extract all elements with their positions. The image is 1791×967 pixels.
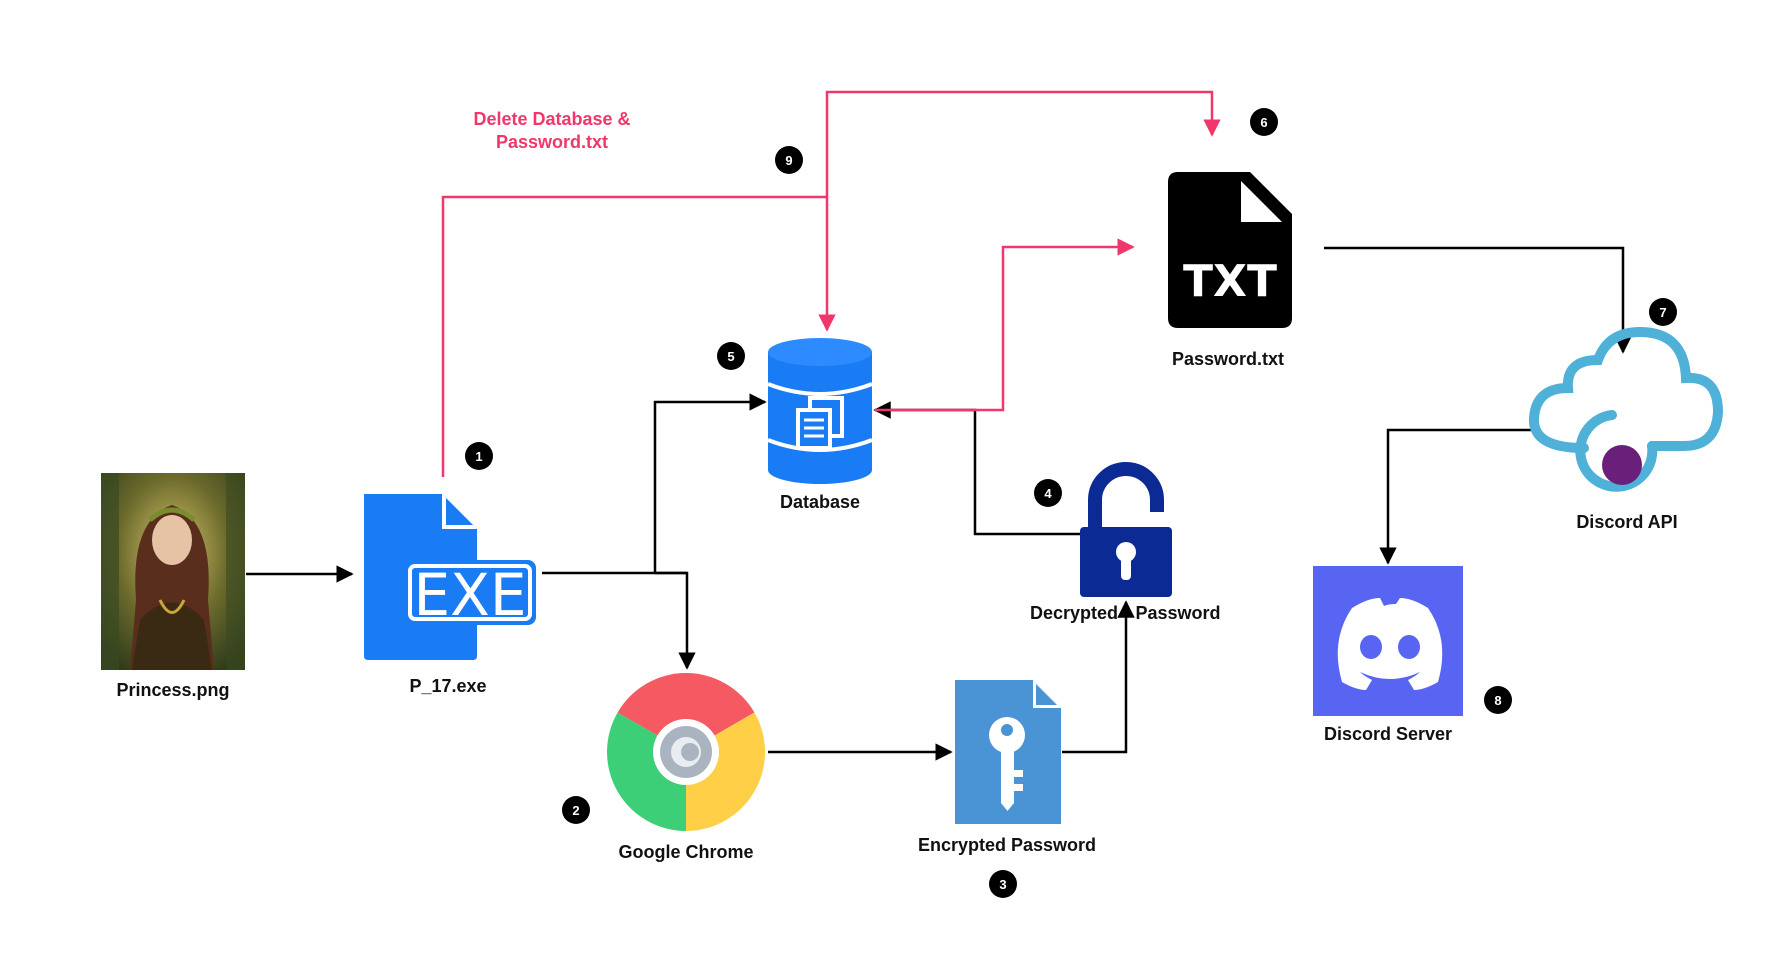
svg-text:8: 8	[1494, 693, 1501, 708]
arrow-delete-to-passwordtxt	[825, 90, 1221, 197]
decrypted-label-part1: Decrypted	[1030, 603, 1118, 623]
step-badges: 1 2 3 4 5 6 7 8	[465, 108, 1677, 898]
princess-node[interactable]: Princess.png	[101, 473, 245, 700]
svg-text:6: 6	[1260, 115, 1267, 130]
step-badge-1: 1	[465, 442, 493, 470]
chrome-label: Google Chrome	[618, 842, 753, 862]
portrait-image-icon	[101, 473, 245, 670]
arrow-txt-to-api	[1324, 246, 1632, 354]
delete-connectors	[441, 90, 1221, 477]
arrow-exe-to-database	[653, 393, 767, 573]
key-file-icon	[955, 680, 1061, 824]
arrow-api-to-discord-server	[1379, 428, 1534, 565]
arrow-decrypted-to-database	[873, 401, 1080, 536]
step-badge-5: 5	[717, 342, 745, 370]
step-badge-6: 6	[1250, 108, 1278, 136]
step-badge-9: 9	[775, 146, 803, 174]
delete-annotation-line1: Delete Database &	[473, 109, 630, 129]
exe-node[interactable]: EXE P_17.exe	[364, 494, 536, 696]
arrow-exe-delete-line	[441, 195, 827, 477]
database-label: Database	[780, 492, 860, 512]
decrypted-node[interactable]: Decrypted Password	[1030, 462, 1221, 623]
step-badge-4: 4	[1034, 479, 1062, 507]
step-badge-7: 7	[1649, 298, 1677, 326]
step-badge-3: 3	[989, 870, 1017, 898]
database-node[interactable]: Database	[767, 338, 873, 512]
arrow-exe-to-chrome	[655, 571, 696, 670]
delete-annotation-line2: Password.txt	[496, 132, 608, 152]
exe-file-icon: EXE	[364, 494, 536, 660]
passwordtxt-label: Password.txt	[1172, 349, 1284, 369]
discord-api-label: Discord API	[1576, 512, 1677, 532]
decrypted-label-part2: Password	[1135, 603, 1220, 623]
chrome-node[interactable]: Google Chrome	[607, 673, 765, 862]
exe-label: P_17.exe	[409, 676, 486, 696]
svg-text:9: 9	[785, 153, 792, 168]
arrow-encrypted-to-decrypted	[1062, 600, 1135, 754]
database-icon	[767, 338, 873, 484]
unlocked-padlock-icon	[1080, 462, 1172, 597]
svg-text:5: 5	[727, 349, 734, 364]
connectors	[246, 246, 1632, 761]
cloud-api-icon	[1528, 326, 1724, 492]
svg-text:3: 3	[999, 877, 1006, 892]
txt-glyph: TXT	[1183, 256, 1277, 307]
svg-text:4: 4	[1044, 486, 1052, 501]
chrome-icon	[607, 673, 765, 831]
discord-api-node[interactable]: Discord API	[1528, 326, 1724, 532]
princess-label: Princess.png	[116, 680, 229, 700]
step-badge-8: 8	[1484, 686, 1512, 714]
exe-glyph: EXE	[413, 561, 526, 629]
encrypted-node[interactable]: Encrypted Password	[918, 680, 1096, 855]
passwordtxt-node[interactable]: TXT Password.txt	[1168, 172, 1292, 369]
encrypted-label: Encrypted Password	[918, 835, 1096, 855]
discord-logo-icon	[1313, 566, 1463, 716]
delete-annotation: Delete Database & Password.txt	[473, 109, 630, 152]
txt-file-icon: TXT	[1168, 172, 1292, 328]
svg-text:1: 1	[475, 449, 482, 464]
discord-server-label: Discord Server	[1324, 724, 1452, 744]
step-badge-2: 2	[562, 796, 590, 824]
discord-server-node[interactable]: Discord Server	[1313, 566, 1463, 744]
arrow-database-to-passwordtxt	[875, 238, 1135, 412]
svg-text:7: 7	[1659, 305, 1666, 320]
svg-text:2: 2	[572, 803, 579, 818]
